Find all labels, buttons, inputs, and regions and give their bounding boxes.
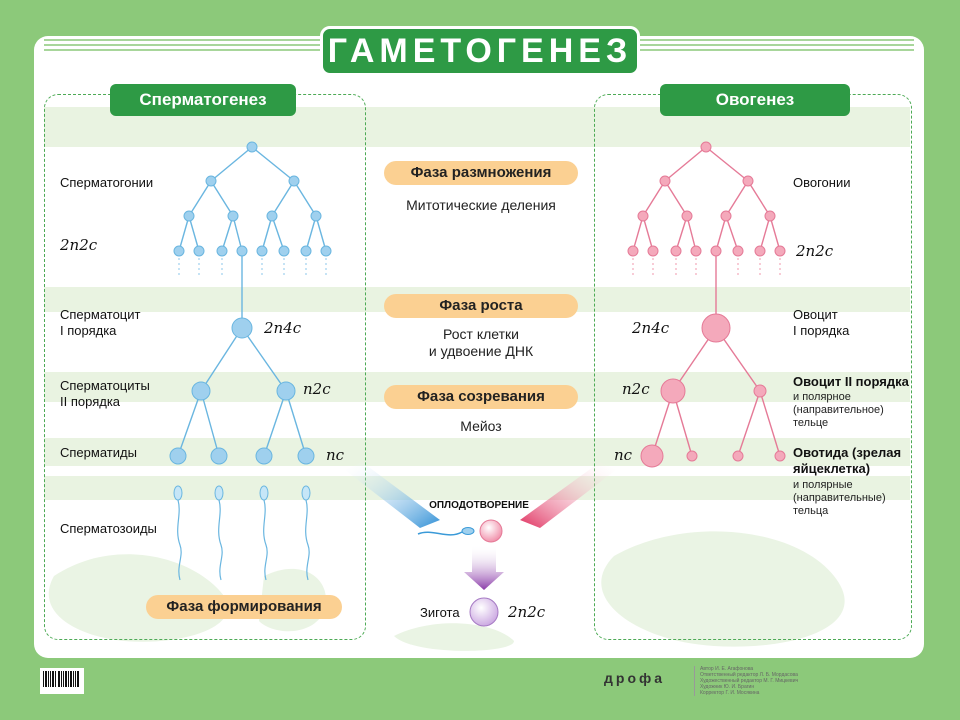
oogenesis-header: Овогенез — [660, 84, 850, 116]
formula-nc-left: nc — [326, 446, 345, 464]
label-spermatocyte1-line2: I порядка — [60, 323, 117, 338]
desc-maturation: Мейоз — [460, 418, 502, 434]
barcode — [40, 668, 84, 694]
label-polar1-line3: тельце — [793, 417, 829, 429]
label-oocyte1-line2: I порядка — [793, 323, 850, 338]
label-oocyte2: Овоцит II порядка — [793, 374, 909, 389]
label-polar1-line2: (направительное) — [793, 404, 884, 416]
spermatogenesis-header: Сперматогенез — [110, 84, 296, 116]
pink-arrow — [520, 462, 616, 528]
label-spermatogonia: Сперматогонии — [60, 175, 154, 190]
formula-n2c-right: n2c — [622, 380, 650, 398]
formula-2n4c-left: 2n4c — [264, 319, 302, 337]
label-zygote: Зигота — [420, 605, 460, 620]
formula-2n2c-left: 2n2c — [60, 236, 98, 254]
background-decor — [48, 531, 845, 651]
label-polar2-line2: (направительные) — [793, 492, 886, 504]
formula-2n2c-right: 2n2c — [796, 242, 834, 260]
desc-reproduction: Митотические деления — [406, 197, 556, 213]
desc-growth-line2: и удвоение ДНК — [428, 343, 534, 359]
band — [44, 476, 910, 500]
publisher-logo: дрофа — [604, 670, 666, 686]
label-ootid-line1: Овотида (зрелая — [793, 445, 902, 460]
blue-arrow — [345, 462, 440, 528]
label-oocyte1-line1: Овоцит — [793, 307, 838, 322]
page-title: ГАМЕТОГЕНЕЗ — [320, 26, 640, 76]
zygote-cell — [469, 597, 499, 627]
label-spermatozoa: Сперматозоиды — [60, 521, 157, 536]
formula-2n4c-right: 2n4c — [632, 319, 670, 337]
label-ootid-line2: яйцеклетка) — [793, 461, 871, 476]
formula-zygote: 2n2c — [508, 603, 546, 621]
credit-line: Автор И. Е. Агафонова — [700, 666, 754, 672]
credit-line: Художественный редактор М. Г. Мицкевич — [700, 678, 799, 684]
phase-growth: Фаза роста — [384, 294, 578, 318]
phase-reproduction: Фаза размножения — [384, 161, 578, 185]
credit-line: Корректор Г. И. Мосякина — [700, 690, 760, 696]
label-spermatocyte2-line1: Сперматоциты — [60, 378, 150, 393]
label-spermatocyte2-line2: II порядка — [60, 394, 121, 409]
band — [44, 438, 910, 466]
label-spermatocyte1-line1: Сперматоцит — [60, 307, 141, 322]
egg-cell — [479, 519, 503, 543]
desc-growth-line1: Рост клетки — [443, 326, 519, 342]
formula-nc-right: nc — [614, 446, 633, 464]
label-oogonia: Овогонии — [793, 175, 851, 190]
phase-formation: Фаза формирования — [146, 595, 342, 619]
footer-credits: Автор И. Е. Агафонова Ответственный реда… — [694, 666, 800, 696]
label-fertilization: оплодотворение — [429, 500, 529, 511]
credit-line: Ответственный редактор Л. Б. Мордасова — [700, 672, 798, 678]
formula-n2c-left: n2c — [303, 380, 331, 398]
label-polar2-line3: тельца — [793, 505, 829, 517]
down-arrow — [464, 545, 504, 590]
phase-maturation: Фаза созревания — [384, 385, 578, 409]
label-spermatids: Сперматиды — [60, 445, 137, 460]
label-polar1-line1: и полярное — [793, 391, 851, 403]
credit-line: Художник Ю. И. Брагин — [700, 684, 755, 690]
label-polar2-line1: и полярные — [793, 479, 853, 491]
